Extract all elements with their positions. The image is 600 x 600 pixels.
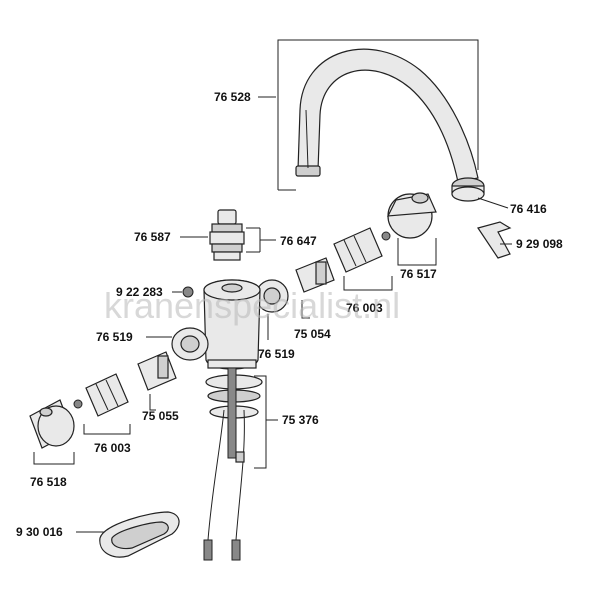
left-cartridge-part: [73, 373, 129, 417]
right-cartridge-part: [333, 227, 391, 273]
leader-76518: [33, 452, 75, 465]
leader-75376: [254, 375, 267, 469]
leader-76003a: [343, 276, 393, 291]
part-label-76647: 76 647: [280, 234, 317, 248]
screw-part: [182, 286, 194, 298]
leader-75055: [149, 394, 156, 411]
part-label-75376: 75 376: [282, 413, 319, 427]
part-label-922283: 9 22 283: [116, 285, 163, 299]
leader-76416: [477, 197, 509, 209]
part-label-76416: 76 416: [510, 202, 547, 216]
part-label-929098: 9 29 098: [516, 237, 563, 251]
clip-part: [477, 221, 512, 259]
part-label-76528: 76 528: [214, 90, 251, 104]
right-valve-part: [295, 257, 335, 293]
part-label-75054: 75 054: [294, 327, 331, 341]
diverter-cartridge-part: [209, 209, 245, 261]
left-nut-part: [171, 327, 209, 361]
part-label-76003b: 76 003: [94, 441, 131, 455]
part-label-76519a: 76 519: [96, 330, 133, 344]
part-label-75055: 75 055: [142, 409, 179, 423]
left-handle-part: [29, 399, 75, 449]
leader-76587-76647: [180, 227, 276, 253]
base-plate-part: [99, 511, 180, 558]
part-label-76587: 76 587: [134, 230, 171, 244]
part-label-76003a: 76 003: [346, 301, 383, 315]
part-label-930016: 9 30 016: [16, 525, 63, 539]
right-handle-part: [386, 192, 437, 239]
part-label-76518: 76 518: [30, 475, 67, 489]
right-nut-part: [255, 279, 289, 313]
spout-part: [295, 48, 479, 183]
leader-76528: [258, 39, 479, 191]
leader-76003b: [83, 424, 131, 435]
aerator-part: [451, 177, 485, 202]
part-label-76517: 76 517: [400, 267, 437, 281]
watermark-text: kranenspecialist.nl: [104, 285, 400, 326]
leader-75054: [301, 300, 310, 319]
mixer-body-part: [203, 279, 261, 370]
mounting-set-part: [203, 367, 263, 561]
leader-76517: [397, 238, 437, 266]
left-valve-part: [137, 351, 177, 391]
part-label-76519b: 76 519: [258, 347, 295, 361]
